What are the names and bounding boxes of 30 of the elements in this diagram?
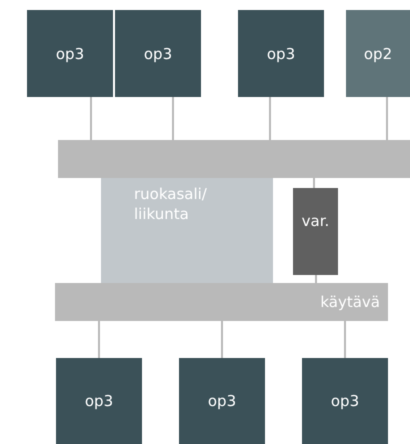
connector-line [313,178,315,188]
hall-box [101,178,273,283]
room-label: op2 [364,44,392,62]
room-box [179,358,265,444]
room-label: op3 [56,44,84,62]
connector-line [269,97,271,140]
room-box [238,10,324,97]
room-label: op3 [266,44,296,62]
connector-line [98,321,100,358]
corridor-band [55,283,388,321]
connector-line [90,97,92,140]
connector-line [315,275,317,283]
room-label: op3 [330,392,360,410]
connector-line [386,97,388,140]
connector-line [221,321,223,358]
connector-line [172,97,174,140]
room-label: op3 [208,392,236,410]
storage-box [293,188,338,275]
room-box [346,10,410,97]
room-box [302,358,388,444]
room-label: käytävä [320,293,380,311]
room-label: op3 [144,44,172,62]
connector-line [344,321,346,358]
room-label: ruokasali/ liikunta [134,184,208,224]
room-label: var. [302,212,330,230]
corridor-band [58,140,410,178]
room-box [56,358,142,444]
room-box [115,10,201,97]
room-box [27,10,113,97]
room-label: op3 [84,392,114,410]
